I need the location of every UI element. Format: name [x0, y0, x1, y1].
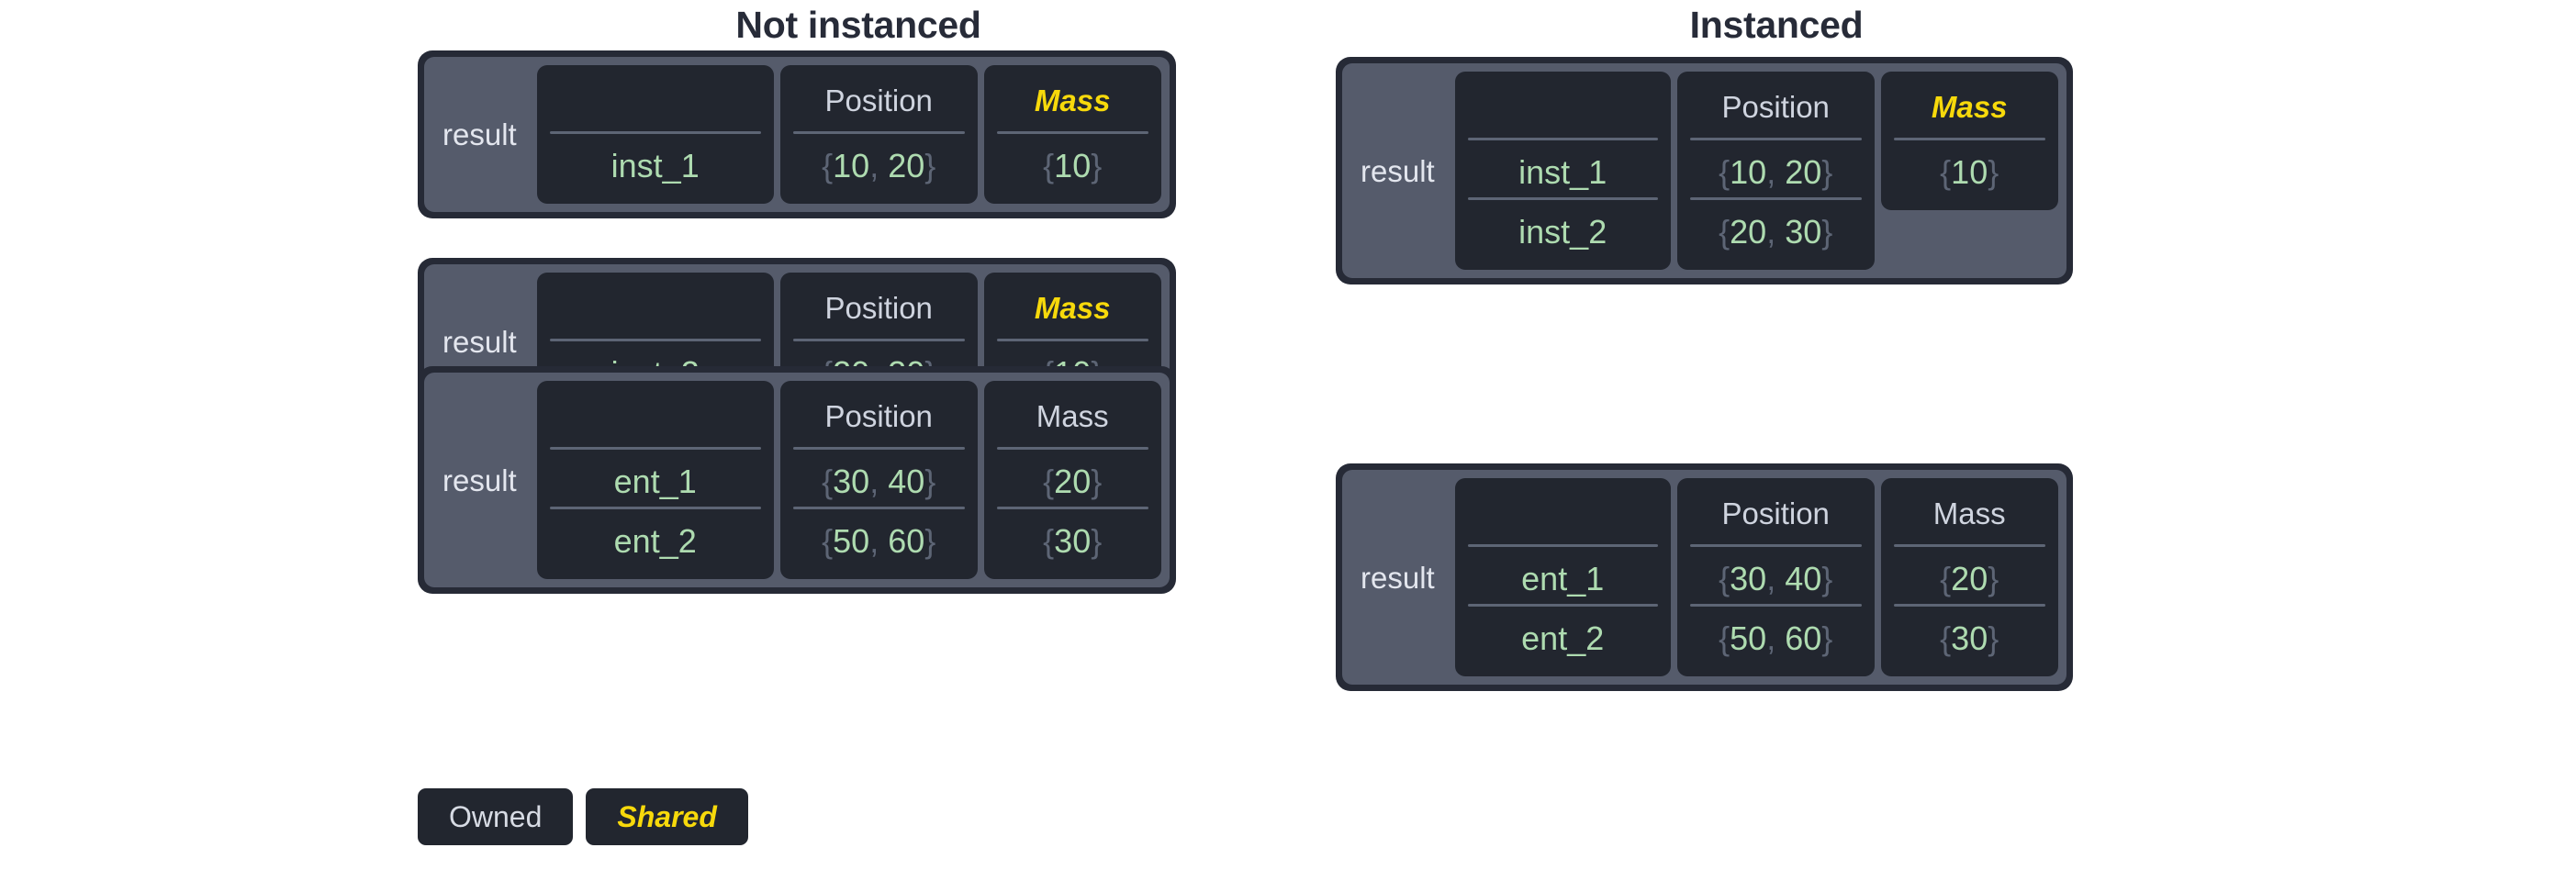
table-cell[interactable]: {30} — [984, 507, 1161, 566]
table-cell[interactable]: inst_1 — [1455, 138, 1671, 197]
table-cell[interactable]: inst_1 — [537, 131, 774, 191]
root-label: result — [442, 463, 517, 497]
legend-item-shared[interactable]: Shared — [586, 788, 748, 845]
table-cell[interactable]: ent_1 — [537, 447, 774, 507]
root-label: result — [442, 117, 517, 151]
table-cell[interactable]: {20} — [1881, 544, 2058, 604]
table-cell[interactable]: {10} — [984, 131, 1161, 191]
root-label: result — [1361, 153, 1435, 188]
column-header: Position — [1721, 496, 1830, 530]
root-label: result — [1361, 560, 1435, 595]
column-header: Mass — [1931, 90, 2008, 124]
column-title: Not instanced — [735, 4, 981, 46]
column-position[interactable]: Position {30, 40}{50, 60} — [1676, 478, 1875, 676]
column-position[interactable]: Position {10, 20}{20, 30} — [1676, 72, 1875, 270]
column-mass[interactable]: Mass {10} — [1880, 72, 2058, 210]
legend-item-owned[interactable]: Owned — [418, 788, 574, 845]
entity-table: result inst_1 Position {10, 20} Mass {10} — [418, 50, 1176, 218]
table-cell[interactable]: {30, 40} — [1677, 544, 1875, 604]
table-cell[interactable]: {10, 20} — [1677, 138, 1875, 197]
table-cell[interactable]: {50, 60} — [1677, 604, 1875, 664]
column-header: Mass — [1034, 291, 1111, 325]
table-cell[interactable]: {10, 20} — [780, 131, 978, 191]
column-header — [537, 273, 774, 339]
column-header — [1455, 478, 1671, 544]
column-header: Position — [1721, 90, 1830, 124]
column-header: Mass — [1036, 399, 1109, 433]
table-cell[interactable]: {30, 40} — [780, 447, 978, 507]
column-position[interactable]: Position {10, 20} — [779, 65, 978, 204]
column-header: Mass — [1932, 496, 2006, 530]
column-header — [537, 381, 774, 447]
column-header — [537, 65, 774, 131]
column-entity-name[interactable]: inst_1 — [536, 65, 774, 204]
table-cell[interactable]: ent_2 — [1455, 604, 1671, 664]
table-cell[interactable]: {20} — [984, 447, 1161, 507]
column-header: Position — [824, 291, 933, 325]
column-mass[interactable]: Mass {20}{30} — [1880, 478, 2058, 676]
table-cell[interactable]: ent_2 — [537, 507, 774, 566]
column-title: Instanced — [1689, 4, 1864, 46]
column-header: Position — [824, 399, 933, 433]
column-position[interactable]: Position {30, 40}{50, 60} — [779, 381, 978, 579]
column-header — [1455, 72, 1671, 138]
table-cell[interactable]: {10} — [1881, 138, 2058, 197]
root-label: result — [442, 325, 517, 359]
table-cell[interactable]: {50, 60} — [780, 507, 978, 566]
table-cell[interactable]: ent_1 — [1455, 544, 1671, 604]
table-cell[interactable]: {30} — [1881, 604, 2058, 664]
column-mass[interactable]: Mass {10} — [983, 65, 1161, 204]
column-group: inst_1 Position {10, 20} Mass {10} — [536, 57, 1170, 212]
table-body: result inst_1 Position {10, 20} Mass {10} — [424, 57, 1170, 212]
table-cell[interactable]: inst_2 — [1455, 197, 1671, 257]
table-cell[interactable]: {20, 30} — [1677, 197, 1875, 257]
column-mass[interactable]: Mass {20}{30} — [983, 381, 1161, 579]
column-header: Position — [824, 84, 933, 117]
column-header: Mass — [1034, 84, 1111, 117]
